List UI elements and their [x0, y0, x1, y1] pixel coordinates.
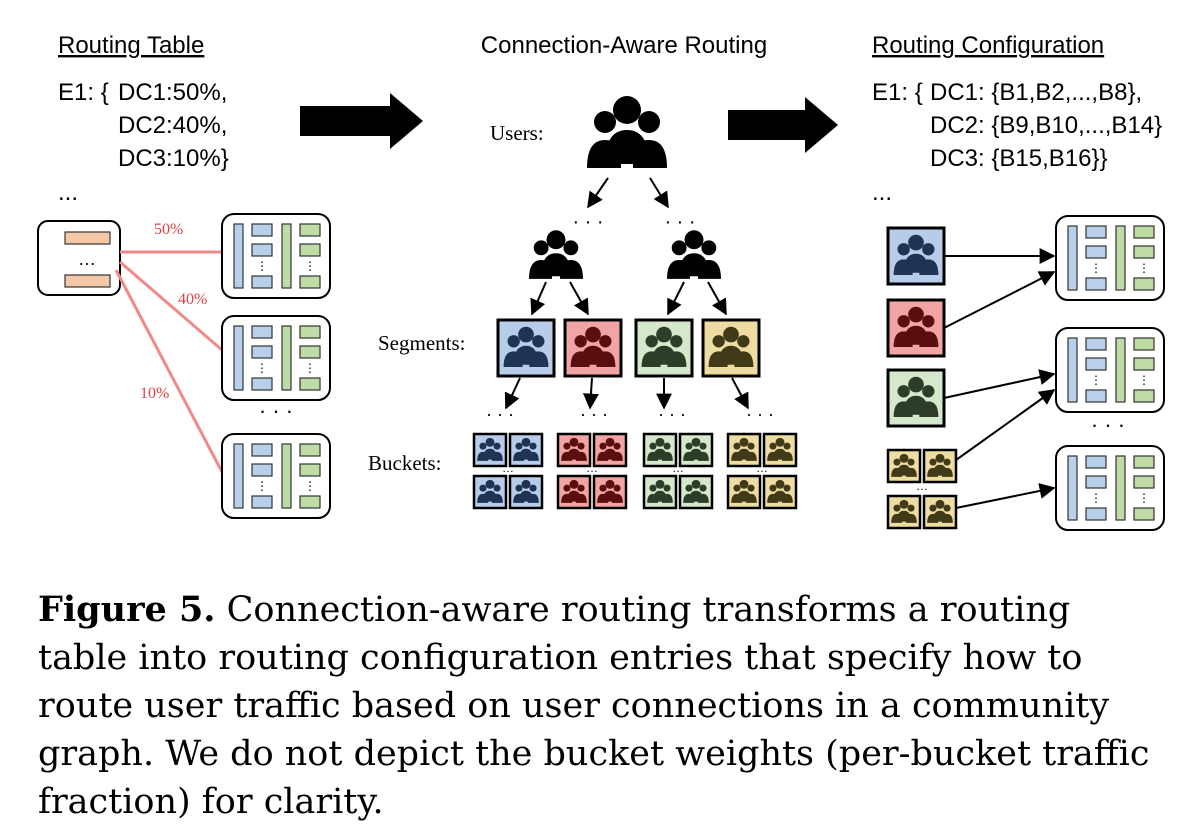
segment-icon [886, 226, 946, 286]
routing-config-panel: Routing Configuration E1: { DC1: {B1,B2,… [872, 32, 1165, 531]
bucket-group: … [642, 432, 714, 510]
segment-icon [634, 318, 694, 378]
config-edge [955, 389, 1056, 461]
routing-config-entry-label: E1: { [872, 79, 923, 106]
datacenter-icon: ⋮⋮ [221, 433, 331, 519]
tree-ellipsis: · · · [572, 211, 603, 233]
datacenter-icon: ⋮⋮ [221, 213, 331, 299]
routing-table-panel: Routing Table E1: { DC1:50%, DC2:40%, DC… [37, 32, 331, 519]
routing-table-title: Routing Table [58, 32, 204, 59]
routing-table-row-2: DC2:40%, [118, 112, 227, 139]
bucket-group: … [726, 432, 798, 510]
arrow-right-1 [300, 93, 423, 149]
svg-text:…: … [78, 249, 96, 269]
bucket-group: … [472, 432, 544, 510]
config-edge [943, 271, 1056, 329]
datacenter-icon: ⋮⋮ [1055, 327, 1165, 413]
figure-caption: Figure 5. Connection-aware routing trans… [38, 586, 1168, 826]
routing-config-row-2: DC2: {B9,B10,...,B14} [930, 112, 1162, 139]
svg-text:⋮: ⋮ [1138, 373, 1150, 387]
arrow-right-2 [728, 97, 838, 153]
edge-label-dc1: 50% [154, 221, 183, 238]
users-icon [587, 96, 667, 168]
datacenter-icon: ⋮⋮ [1055, 215, 1165, 301]
svg-text:⋮: ⋮ [256, 361, 268, 375]
connection-aware-panel: Connection-Aware Routing Users: Segments… [368, 32, 798, 510]
tree-edge [667, 281, 685, 316]
tree-edge [649, 177, 669, 209]
svg-text:⋮: ⋮ [256, 479, 268, 493]
routing-config-row-1: DC1: {B1,B2,...,B8}, [930, 79, 1142, 106]
users-label: Users: [490, 121, 544, 145]
tree-ellipsis: · · · [658, 404, 686, 424]
datacenter-icon: ⋮⋮ [221, 315, 331, 401]
svg-text:…: … [916, 479, 928, 493]
buckets-label: Buckets: [368, 451, 442, 475]
tree-ellipsis: · · · [486, 404, 514, 424]
svg-text:⋮: ⋮ [1090, 261, 1102, 275]
routing-config-title: Routing Configuration [872, 32, 1104, 59]
routing-config-row-3: DC3: {B15,B16}} [930, 145, 1107, 172]
datacenter-ellipsis: · · · [259, 398, 293, 423]
tree-edge [530, 281, 547, 316]
segment-icon [701, 318, 761, 378]
tree-ellipsis: · · · [746, 404, 774, 424]
bucket-group: … [556, 432, 628, 510]
routing-table-row-1: DC1:50%, [118, 79, 227, 106]
svg-text:⋮: ⋮ [304, 479, 316, 493]
segment-icon [563, 318, 623, 378]
connection-aware-title: Connection-Aware Routing [481, 32, 767, 59]
user-group-icon [529, 230, 583, 279]
caption-label: Figure 5. [38, 589, 216, 630]
config-edge [943, 369, 1056, 399]
routing-table-entry-label: E1: { [58, 79, 109, 106]
datacenter-ellipsis: · · · [1091, 412, 1125, 437]
edge-dc2 [119, 260, 223, 352]
tree-ellipsis: · · · [664, 211, 695, 233]
datacenter-icon: ⋮⋮ [1055, 445, 1165, 531]
segment-icon [496, 318, 556, 378]
svg-text:…: … [502, 461, 514, 475]
segment-icon [886, 298, 946, 358]
svg-text:⋮: ⋮ [304, 361, 316, 375]
caption-text: Connection-aware routing transforms a ro… [38, 590, 1150, 822]
diagram: Routing Table E1: { DC1:50%, DC2:40%, DC… [37, 32, 1165, 531]
tree-edge [731, 377, 749, 410]
tree-edge [582, 377, 599, 410]
user-group-icon [667, 230, 721, 279]
routing-table-row-3: DC3:10%} [118, 145, 229, 172]
config-edge [955, 483, 1056, 509]
svg-text:⋮: ⋮ [304, 259, 316, 273]
tree-edge [707, 281, 727, 316]
edge-label-dc2: 40% [178, 291, 207, 308]
svg-text:⋮: ⋮ [1090, 491, 1102, 505]
segment-icon [886, 368, 946, 428]
edge-dc3 [114, 269, 224, 473]
tree-edge [569, 281, 589, 316]
tree-edge [587, 177, 609, 209]
svg-text:…: … [756, 461, 768, 475]
svg-text:…: … [672, 461, 684, 475]
svg-text:⋮: ⋮ [1138, 491, 1150, 505]
tree-edge [504, 377, 521, 410]
load-balancer-icon: … [37, 220, 121, 296]
bucket-group: … [886, 448, 958, 530]
svg-text:⋮: ⋮ [256, 259, 268, 273]
segments-label: Segments: [378, 331, 466, 355]
routing-config-ellipsis: ... [872, 179, 892, 206]
svg-text:⋮: ⋮ [1138, 261, 1150, 275]
svg-text:⋮: ⋮ [1090, 373, 1102, 387]
edge-label-dc3: 10% [140, 385, 169, 402]
tree-ellipsis: · · · [580, 404, 608, 424]
svg-text:…: … [586, 461, 598, 475]
routing-table-ellipsis: ... [58, 179, 78, 206]
